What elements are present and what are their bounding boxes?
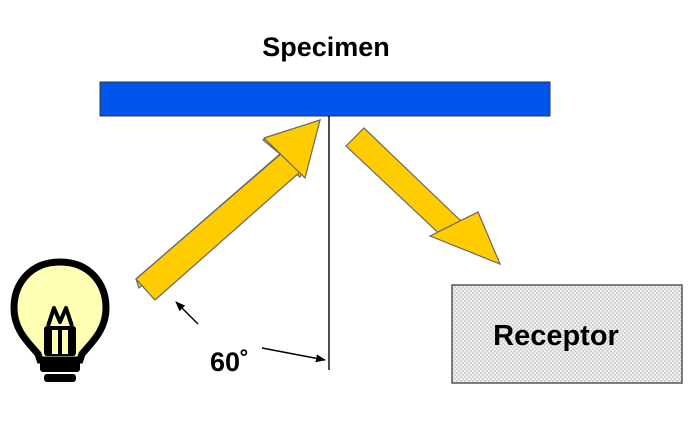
specimen-label: Specimen: [262, 32, 390, 62]
angle-pointer-left: [175, 301, 199, 325]
receptor-label: Receptor: [493, 320, 619, 352]
angle-label: 60˚: [210, 347, 249, 377]
reflected-light-arrow-body: [345, 127, 463, 241]
specimen-bar: [99, 81, 551, 117]
angle-pointer-right: [261, 347, 326, 363]
incident-light-arrow-body: [135, 151, 301, 301]
receptor-box: [451, 284, 683, 384]
light-bulb-icon: [10, 258, 110, 382]
reflected-light-arrow-head: [428, 211, 502, 266]
incident-light-arrow-head: [262, 119, 321, 180]
